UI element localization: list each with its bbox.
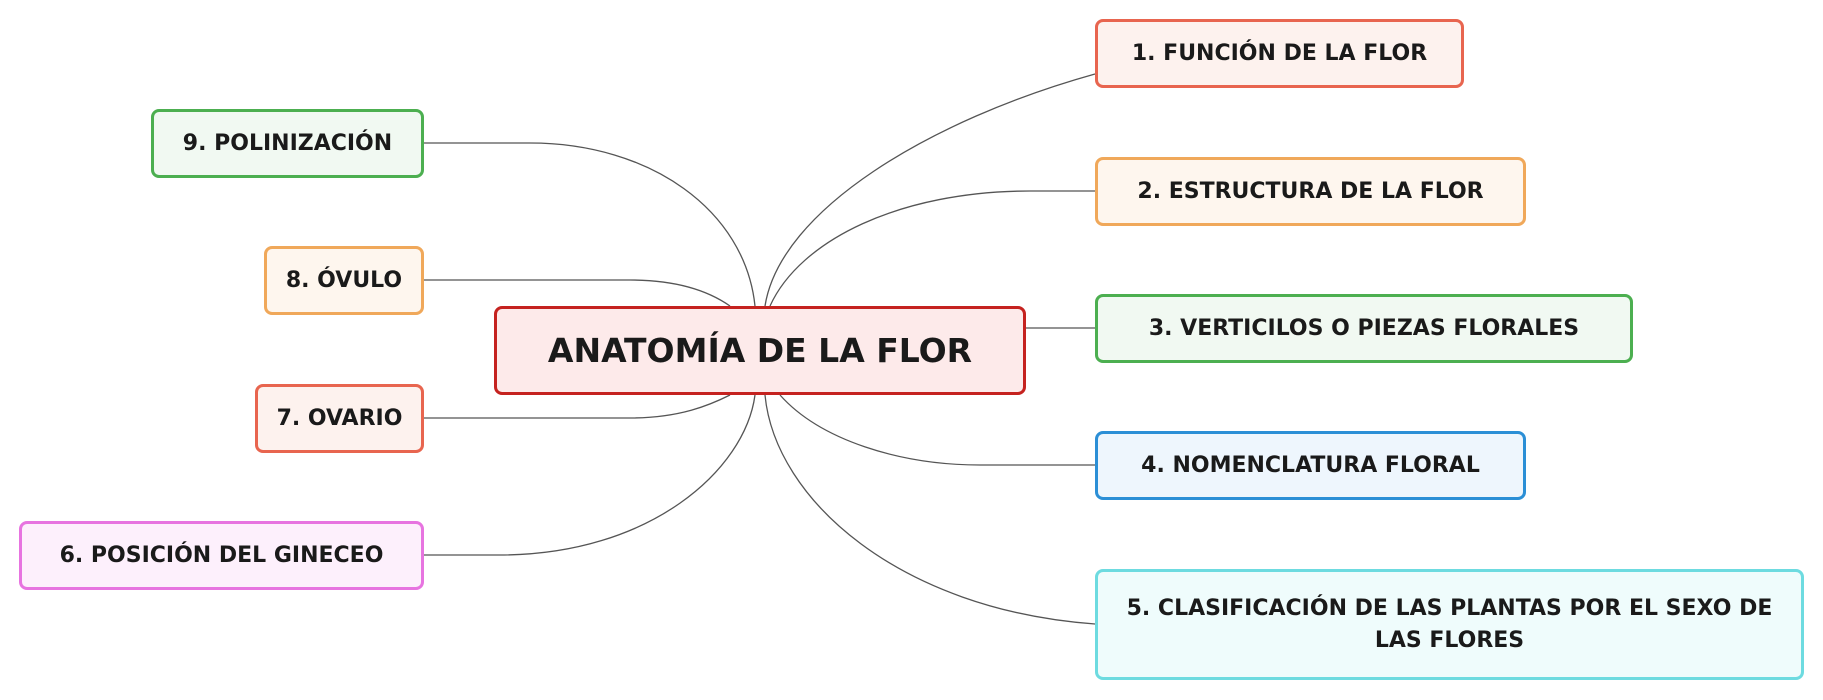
connector-4 (779, 394, 1095, 466)
branch-label: 1. FUNCIÓN DE LA FLOR (1131, 40, 1428, 66)
branch-node-estructura[interactable]: 2. ESTRUCTURA DE LA FLOR (1095, 157, 1526, 226)
connector-2 (769, 190, 1095, 307)
branch-node-ovulo[interactable]: 8. ÓVULO (264, 246, 424, 315)
connector-5 (764, 394, 1096, 625)
connector-8 (424, 279, 731, 307)
branch-label: 2. ESTRUCTURA DE LA FLOR (1137, 178, 1484, 204)
branch-node-nomenclatura[interactable]: 4. NOMENCLATURA FLORAL (1095, 431, 1526, 500)
branch-node-ovario[interactable]: 7. OVARIO (255, 384, 424, 453)
connector-1 (764, 73, 1096, 307)
branch-label: 4. NOMENCLATURA FLORAL (1141, 452, 1480, 478)
connector-6 (424, 394, 756, 556)
branch-label: 5. CLASIFICACIÓN DE LAS PLANTAS POR EL S… (1126, 595, 1773, 653)
connector-7 (424, 394, 731, 419)
branch-node-posicion-gineceo[interactable]: 6. POSICIÓN DEL GINECEO (19, 521, 424, 590)
branch-label: 3. VERTICILOS O PIEZAS FLORALES (1148, 315, 1580, 341)
branch-label: 9. POLINIZACIÓN (182, 130, 393, 156)
branch-label: 6. POSICIÓN DEL GINECEO (59, 542, 384, 568)
central-topic-node[interactable]: ANATOMÍA DE LA FLOR (494, 306, 1026, 395)
branch-label: 7. OVARIO (276, 405, 403, 431)
branch-label: 8. ÓVULO (285, 267, 403, 293)
connector-9 (424, 142, 756, 307)
central-topic-label: ANATOMÍA DE LA FLOR (547, 330, 973, 370)
branch-node-clasificacion[interactable]: 5. CLASIFICACIÓN DE LAS PLANTAS POR EL S… (1095, 569, 1804, 680)
branch-node-funcion[interactable]: 1. FUNCIÓN DE LA FLOR (1095, 19, 1464, 88)
branch-node-verticilos[interactable]: 3. VERTICILOS O PIEZAS FLORALES (1095, 294, 1633, 363)
branch-node-polinizacion[interactable]: 9. POLINIZACIÓN (151, 109, 424, 178)
